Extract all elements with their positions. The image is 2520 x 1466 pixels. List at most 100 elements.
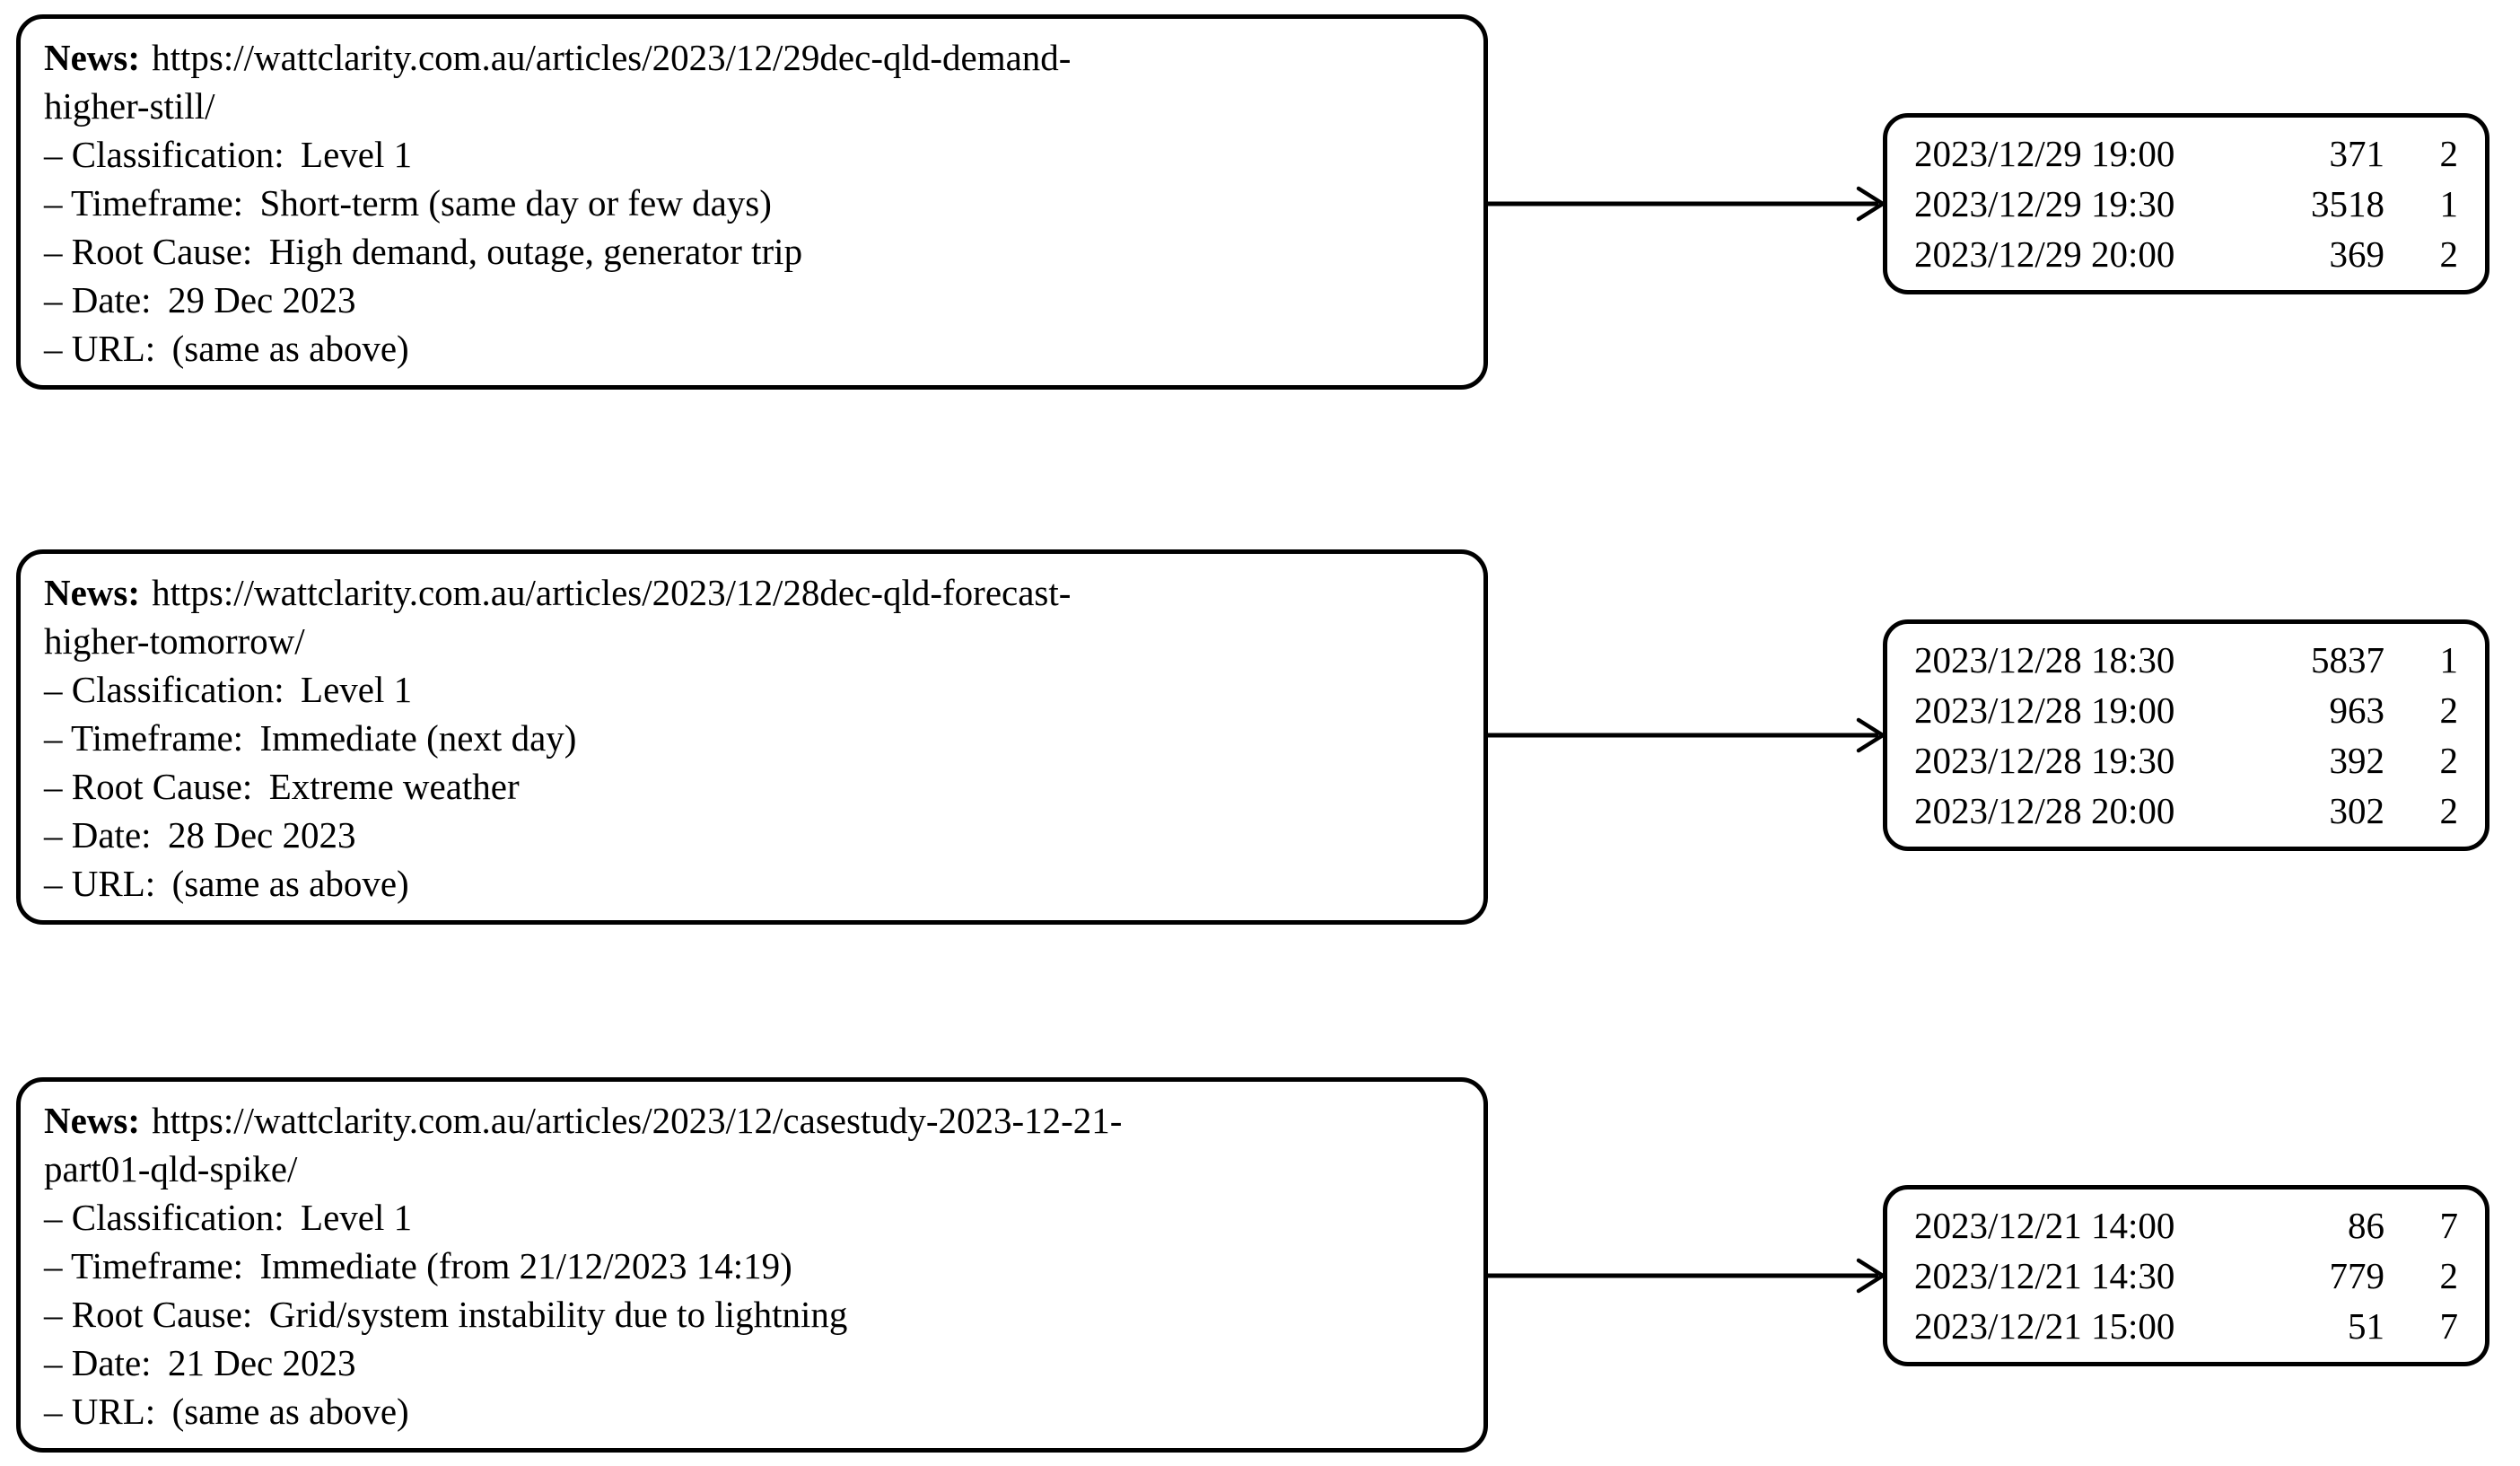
spike-time: 2023/12/28 19:00	[1914, 689, 2175, 731]
spike-time: 2023/12/29 19:30	[1914, 183, 2175, 224]
spike-time: 2023/12/29 19:00	[1914, 133, 2175, 174]
timeframe-item: – Timeframe: Immediate (next day)	[44, 714, 1457, 762]
spike-price: 392	[2329, 740, 2385, 781]
date-label: – Date:	[44, 814, 152, 856]
timeframe-value: Immediate (from 21/12/2023 14:19)	[259, 1245, 792, 1286]
timeframe-item: – Timeframe: Short-term (same day or few …	[44, 179, 1457, 227]
spike-price: 86	[2348, 1205, 2384, 1246]
spike-time: 2023/12/29 20:00	[1914, 233, 2175, 275]
spike-price: 963	[2329, 689, 2385, 731]
url-item: – URL: (same as above)	[44, 1387, 1457, 1435]
root-cause-value: Grid/system instability due to lightning	[268, 1294, 848, 1335]
news-label: News:	[44, 572, 141, 613]
timeframe-item: – Timeframe: Immediate (from 21/12/2023 1…	[44, 1242, 1457, 1290]
classification-value: Level 1	[301, 134, 413, 175]
news-label: News:	[44, 37, 141, 78]
url-value: (same as above)	[171, 328, 409, 369]
table-row: 2023/12/28 18:30 5837 1	[1914, 635, 2458, 685]
classification-item: – Classification: Level 1	[44, 665, 1457, 714]
url-value: (same as above)	[171, 863, 409, 904]
news-url-line1: https://wattclarity.com.au/articles/2023…	[152, 1100, 1123, 1141]
timeframe-value: Immediate (next day)	[259, 717, 577, 759]
root-cause-item: – Root Cause: High demand, outage, genera…	[44, 227, 1457, 276]
table-row: 2023/12/28 19:00 963 2	[1914, 685, 2458, 735]
timeframe-label: – Timeframe:	[44, 182, 244, 224]
classification-label: – Classification:	[44, 669, 284, 710]
root-cause-label: – Root Cause:	[44, 231, 253, 272]
url-value: (same as above)	[171, 1391, 409, 1432]
news-box-3: News:https://wattclarity.com.au/articles…	[16, 1077, 1488, 1453]
spike-count: 2	[2439, 740, 2459, 781]
timeframe-label: – Timeframe:	[44, 717, 244, 759]
news-url-block: News:https://wattclarity.com.au/articles…	[44, 1096, 1457, 1193]
timeframe-value: Short-term (same day or few days)	[259, 182, 772, 224]
classification-label: – Classification:	[44, 134, 284, 175]
spike-price: 51	[2348, 1305, 2384, 1347]
spike-time: 2023/12/28 19:30	[1914, 740, 2175, 781]
spike-time: 2023/12/28 18:30	[1914, 639, 2175, 680]
timeframe-label: – Timeframe:	[44, 1245, 244, 1286]
news-url-line2: part01-qld-spike/	[44, 1148, 298, 1189]
url-item: – URL: (same as above)	[44, 324, 1457, 373]
news-url-block: News: https://wattclarity.com.au/articles…	[44, 33, 1457, 130]
table-row: 2023/12/29 19:30 3518 1	[1914, 179, 2458, 229]
url-label: – URL:	[44, 863, 156, 904]
news-url-line1: https://wattclarity.com.au/articles/2023…	[152, 572, 1072, 613]
spike-time: 2023/12/28 20:00	[1914, 790, 2175, 831]
date-item: – Date: 21 Dec 2023	[44, 1339, 1457, 1387]
classification-item: – Classification: Level 1	[44, 130, 1457, 179]
table-row: 2023/12/28 20:00 302 2	[1914, 786, 2458, 836]
spike-price: 369	[2329, 233, 2385, 275]
flow-arrow-3	[1485, 1258, 1886, 1294]
spike-price: 302	[2329, 790, 2385, 831]
spike-price: 779	[2329, 1255, 2385, 1296]
classification-item: – Classification: Level 1	[44, 1193, 1457, 1242]
table-row: 2023/12/29 20:00 369 2	[1914, 229, 2458, 279]
news-url-line2: higher-tomorrow/	[44, 620, 305, 662]
table-row: 2023/12/21 14:00 86 7	[1914, 1200, 2458, 1251]
root-cause-item: – Root Cause: Grid/system instability due…	[44, 1290, 1457, 1339]
spike-price: 5837	[2311, 639, 2384, 680]
root-cause-value: High demand, outage, generator trip	[268, 231, 803, 272]
news-url-block: News: https://wattclarity.com.au/articles…	[44, 568, 1457, 665]
table-row: 2023/12/21 14:30 779 2	[1914, 1251, 2458, 1301]
flow-arrow-1	[1485, 186, 1886, 222]
news-url-line2: higher-still/	[44, 85, 215, 127]
spike-table-2: 2023/12/28 18:30 5837 1 2023/12/28 19:00…	[1883, 619, 2489, 851]
classification-label: – Classification:	[44, 1197, 284, 1238]
spike-count: 7	[2439, 1305, 2459, 1347]
spike-time: 2023/12/21 14:00	[1914, 1205, 2175, 1246]
root-cause-label: – Root Cause:	[44, 1294, 253, 1335]
news-box-1: News: https://wattclarity.com.au/articles…	[16, 14, 1488, 390]
spike-price: 371	[2329, 133, 2385, 174]
spike-count: 2	[2439, 790, 2459, 831]
flow-arrow-2	[1485, 717, 1886, 753]
date-label: – Date:	[44, 1342, 152, 1383]
spike-count: 2	[2439, 233, 2459, 275]
spike-time: 2023/12/21 14:30	[1914, 1255, 2175, 1296]
spike-table-3: 2023/12/21 14:00 86 7 2023/12/21 14:30 7…	[1883, 1185, 2489, 1366]
date-item: – Date:28 Dec 2023	[44, 811, 1457, 859]
date-label: – Date:	[44, 279, 152, 320]
url-label: – URL:	[44, 1391, 156, 1432]
spike-count: 2	[2439, 689, 2459, 731]
spike-count: 2	[2439, 1255, 2459, 1296]
date-value: 21 Dec 2023	[167, 1342, 356, 1383]
root-cause-item: – Root Cause:Extreme weather	[44, 762, 1457, 811]
classification-value: Level 1	[301, 669, 413, 710]
date-value: 29 Dec 2023	[167, 279, 356, 320]
root-cause-label: – Root Cause:	[44, 766, 253, 807]
date-item: – Date: 29 Dec 2023	[44, 276, 1457, 324]
spike-count: 1	[2439, 639, 2459, 680]
url-item: – URL: (same as above)	[44, 859, 1457, 908]
spike-count: 7	[2439, 1205, 2459, 1246]
url-label: – URL:	[44, 328, 156, 369]
spike-table-1: 2023/12/29 19:00 371 2 2023/12/29 19:30 …	[1883, 113, 2489, 294]
spike-price: 3518	[2311, 183, 2384, 224]
table-row: 2023/12/28 19:30 392 2	[1914, 735, 2458, 786]
news-box-2: News: https://wattclarity.com.au/articles…	[16, 549, 1488, 925]
news-url-line1: https://wattclarity.com.au/articles/2023…	[152, 37, 1072, 78]
spike-time: 2023/12/21 15:00	[1914, 1305, 2175, 1347]
classification-value: Level 1	[301, 1197, 413, 1238]
